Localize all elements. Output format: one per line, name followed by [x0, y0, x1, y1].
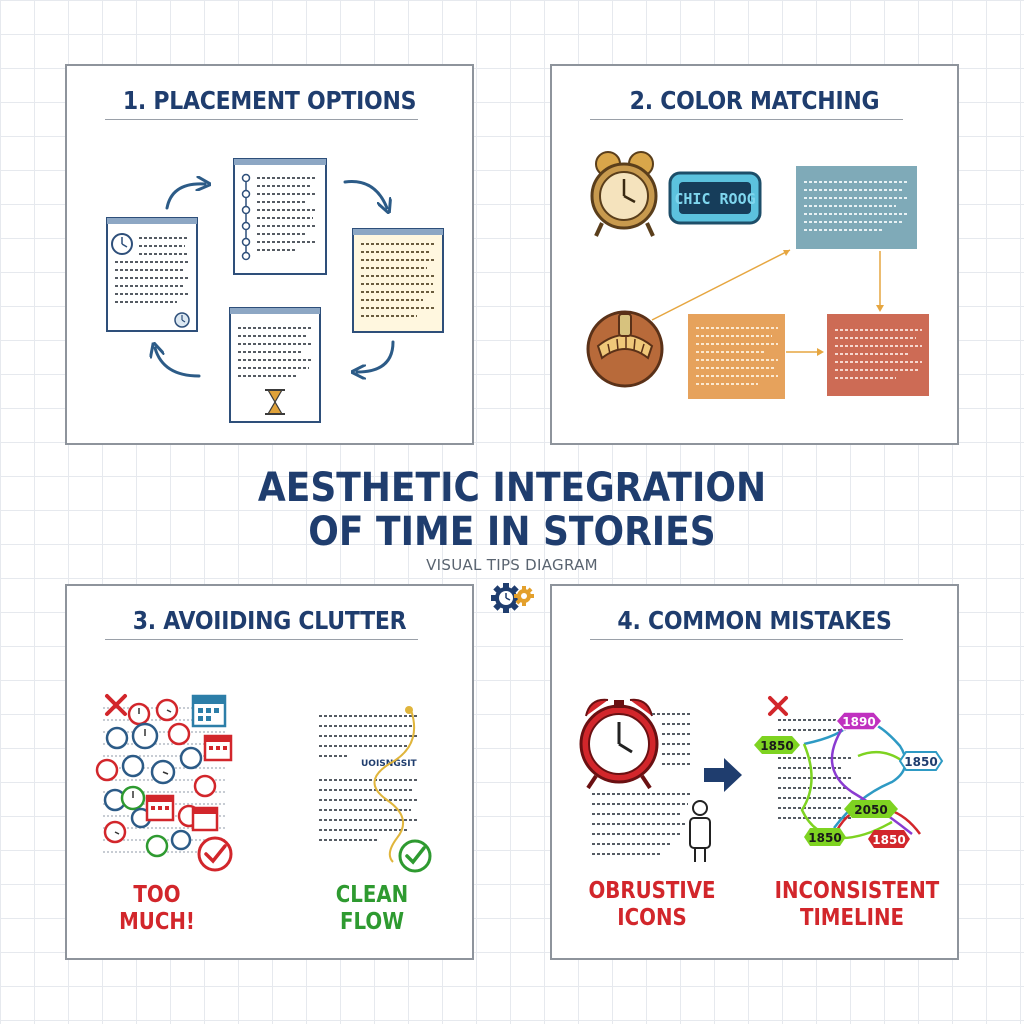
- calendar-icon: [191, 694, 227, 728]
- main-title-line-2: OF TIME IN STORIES: [308, 509, 716, 555]
- orange-text-box: [688, 314, 785, 399]
- clock-icon: [145, 834, 169, 858]
- too-much-label: TOO MUCH!: [119, 882, 195, 935]
- arrow-icon: [155, 348, 201, 378]
- timeline-marker: 1850: [898, 751, 944, 771]
- alarm-clock-icon: [590, 151, 658, 237]
- cross-icon: [105, 694, 127, 716]
- title-divider: [105, 639, 418, 640]
- inconsistent-timeline-label: INCONSISTENT TIMELINE: [774, 878, 940, 931]
- cluttered-icons: [95, 694, 233, 872]
- svg-text:1850: 1850: [872, 833, 905, 847]
- panel-common-mistakes: 4. COMMON MISTAKES: [550, 584, 959, 960]
- clock-icon: [170, 829, 192, 851]
- panel-title: 2. COLOR MATCHING: [629, 86, 880, 115]
- title-divider: [590, 119, 903, 120]
- calendar-icon: [203, 734, 233, 762]
- panel-placement-options: 1. PLACEMENT OPTIONS: [65, 64, 474, 445]
- placement-illustration: [106, 158, 444, 423]
- mistakes-illustration: 1890 1850 1850 2050 1850 1850: [579, 696, 944, 862]
- calendar-icon: [191, 806, 219, 832]
- book-page-bottom: [229, 307, 321, 423]
- clean-flow-text: UOISNGSIT: [319, 706, 432, 873]
- teal-text-box: [796, 166, 917, 249]
- arrow-icon: [343, 180, 387, 208]
- svg-text:2050: 2050: [854, 803, 887, 817]
- clock-icon: [174, 312, 190, 328]
- subtitle: VISUAL TIPS DIAGRAM: [426, 556, 598, 574]
- digital-clock-icon: CHIC ROOG: [668, 171, 762, 225]
- svg-text:1850: 1850: [760, 739, 793, 753]
- title-divider: [105, 119, 418, 120]
- panel-title: 1. PLACEMENT OPTIONS: [122, 86, 417, 115]
- panel-color-matching: 2. COLOR MATCHING CHIC ROOG: [550, 64, 959, 445]
- calendar-icon: [145, 794, 175, 822]
- clock-icon: [95, 758, 119, 782]
- clock-icon: [105, 726, 129, 750]
- clutter-illustration: UOISNGSIT: [95, 694, 432, 873]
- person-icon: [689, 800, 711, 862]
- gear-icon: [491, 583, 534, 613]
- obtrusive-icons-label: OBRUSTIVE ICONS: [588, 878, 716, 931]
- timeline-marker: 1850: [804, 828, 846, 846]
- book-page-left: [106, 217, 198, 332]
- arrow-icon: [704, 758, 742, 792]
- checkmark-icon: [398, 839, 432, 873]
- main-title: AESTHETIC INTEGRATION OF TIME IN STORIES: [242, 466, 782, 554]
- arrow-icon: [357, 340, 395, 372]
- book-page-top: [233, 158, 327, 275]
- panel-title: 3. AVOIIDING CLUTTER: [132, 606, 407, 635]
- main-title-line-1: AESTHETIC INTEGRATION: [257, 465, 767, 511]
- timeline-marker: 1850: [868, 830, 910, 848]
- alarm-clock-icon: [579, 698, 659, 790]
- clean-flow-label: CLEAN FLOW: [335, 882, 409, 935]
- clock-icon: [179, 746, 203, 770]
- color-matching-illustration: CHIC ROOG: [586, 151, 929, 399]
- svg-text:1890: 1890: [842, 715, 875, 729]
- svg-text:1850: 1850: [904, 755, 937, 769]
- arrow-icon: [165, 184, 205, 210]
- flow-line: [373, 709, 416, 863]
- timeline-marker: 1850: [754, 736, 800, 754]
- clock-icon: [121, 754, 145, 778]
- title-divider: [590, 639, 903, 640]
- clock-icon: [167, 722, 191, 746]
- book-page-right: [352, 228, 444, 333]
- panel-avoiding-clutter: 3. AVOIIDING CLUTTER: [65, 584, 474, 960]
- connector-line: [651, 249, 791, 321]
- sundial-icon: [586, 310, 664, 388]
- hourglass-icon: [265, 389, 285, 415]
- cross-icon: [768, 696, 788, 716]
- timeline-marker: 2050: [844, 800, 898, 818]
- timeline-marker: 1890: [834, 711, 884, 731]
- brick-text-box: [827, 314, 929, 396]
- clock-icon: [193, 774, 217, 798]
- clock-display: CHIC ROOG: [674, 190, 755, 208]
- clock-icon: [111, 233, 133, 255]
- svg-text:1850: 1850: [808, 831, 841, 845]
- checkmark-icon: [197, 836, 233, 872]
- panel-title: 4. COMMON MISTAKES: [617, 606, 892, 635]
